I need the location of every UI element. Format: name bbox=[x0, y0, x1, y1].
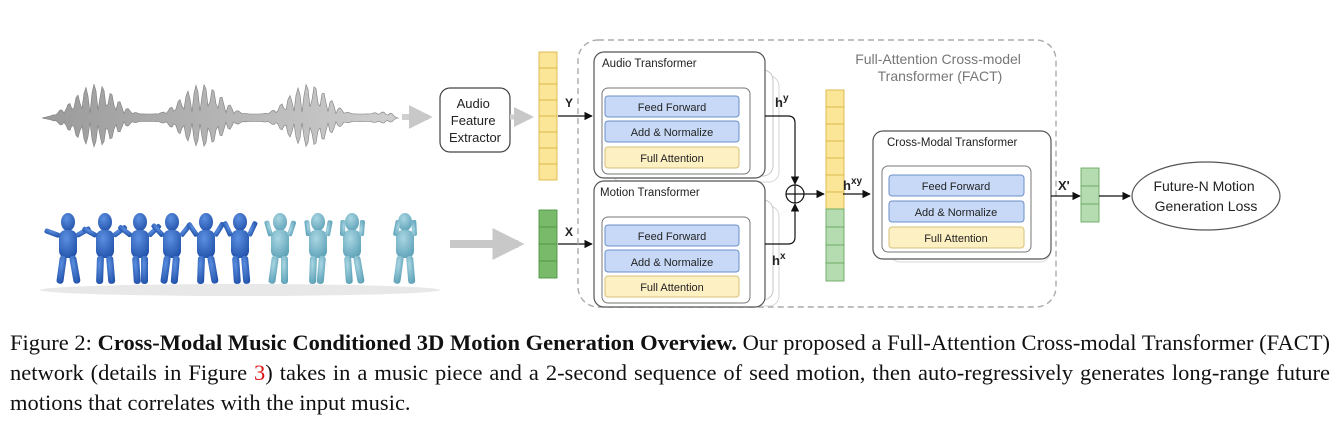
caption-title: Cross-Modal Music Conditioned 3D Motion … bbox=[97, 330, 737, 355]
hxy-motion-token bbox=[825, 262, 845, 282]
audio-feature-token bbox=[538, 147, 558, 165]
fact-title-line-1: Full-Attention Cross-model bbox=[855, 51, 1021, 67]
dancer-figure bbox=[82, 213, 127, 284]
motion-add-normalize: Add & Normalize bbox=[631, 257, 714, 269]
audio-transformer-title: Audio Transformer bbox=[602, 58, 697, 70]
hxy-audio-token bbox=[825, 174, 845, 193]
seed-motion-token bbox=[538, 243, 558, 262]
caption-text-1: Our proposed a Full-Attention Cross-moda… bbox=[10, 330, 1330, 385]
cross-full-attention: Full Attention bbox=[924, 233, 988, 245]
hxy-audio-token bbox=[825, 157, 845, 176]
cross-add-normalize: Add & Normalize bbox=[915, 207, 998, 219]
dancer-figure bbox=[340, 213, 365, 285]
cross-feed-forward: Feed Forward bbox=[922, 181, 990, 193]
h-x-label: hx bbox=[772, 251, 786, 268]
audio-feature-token bbox=[538, 99, 558, 117]
dancer-figure bbox=[44, 213, 91, 284]
hxy-motion-token bbox=[825, 226, 845, 246]
hxy-audio-token bbox=[825, 191, 845, 210]
dancer-sequence-image bbox=[40, 213, 440, 296]
architecture-diagram: Audio Feature Extractor Y X Full-Attenti… bbox=[40, 39, 1281, 308]
dancer-figure bbox=[393, 213, 417, 284]
audio-feature-token bbox=[538, 83, 558, 101]
generation-loss-ellipse bbox=[1131, 161, 1281, 231]
audio-feature-token bbox=[538, 131, 558, 149]
svg-text:Audio Feature Extracto: Audio Feature Extractor bbox=[449, 96, 502, 145]
var-y-label: Y bbox=[565, 96, 573, 110]
seed-motion-token bbox=[538, 209, 558, 228]
extractor-line-3: Extractor bbox=[449, 130, 502, 145]
hxy-audio-token bbox=[825, 140, 845, 159]
audio-feature-token bbox=[538, 67, 558, 85]
motion-transformer: Motion Transformer Feed Forward Add & No… bbox=[593, 180, 780, 308]
h-y-label: hy bbox=[775, 93, 789, 110]
fact-title-line-2: Transformer (FACT) bbox=[878, 68, 1003, 84]
audio-feature-extractor-box bbox=[439, 87, 511, 153]
dancer-floor-shadow bbox=[40, 284, 440, 296]
seed-motion-token bbox=[538, 226, 558, 245]
figure-caption: Figure 2: Cross-Modal Music Conditioned … bbox=[10, 328, 1330, 418]
audio-transformer: Audio Transformer Feed Forward Add & Nor… bbox=[593, 51, 780, 183]
dancer-figure bbox=[118, 213, 162, 285]
x-prime-label: X' bbox=[1058, 178, 1070, 193]
output-motion-token bbox=[1080, 167, 1100, 187]
cross-modal-title: Cross-Modal Transformer bbox=[887, 137, 1018, 149]
var-x-label: X bbox=[565, 225, 573, 239]
fact-container bbox=[577, 39, 1057, 308]
figure-reference-link[interactable]: 3 bbox=[254, 360, 266, 385]
svg-text:Full-Attention Cross-model: Full-Attention Cross-model Transformer (… bbox=[855, 51, 1025, 84]
motion-full-attention: Full Attention bbox=[640, 282, 704, 294]
caption-text-2: ) takes in a music piece and a 2-second … bbox=[10, 360, 1330, 415]
loss-line-1: Future-N Motion bbox=[1153, 178, 1254, 194]
audio-feed-forward: Feed Forward bbox=[638, 102, 706, 114]
extractor-line-1: Audio bbox=[457, 96, 490, 111]
concat-operator-icon bbox=[785, 184, 805, 204]
hxy-motion-token bbox=[825, 208, 845, 228]
extractor-line-2: Feature bbox=[451, 113, 496, 128]
caption-prefix: Figure 2: bbox=[10, 330, 98, 355]
hxy-audio-token bbox=[825, 89, 845, 108]
dancer-figure bbox=[186, 213, 225, 284]
hxy-audio-token bbox=[825, 123, 845, 142]
loss-line-2: Generation Loss bbox=[1155, 198, 1258, 214]
cross-modal-transformer: Cross-Modal Transformer Feed Forward Add… bbox=[872, 130, 1052, 263]
output-motion-token bbox=[1080, 185, 1100, 205]
audio-feature-token bbox=[538, 163, 558, 181]
audio-feature-token bbox=[538, 51, 558, 69]
dancer-figure bbox=[264, 213, 296, 284]
dancer-figure bbox=[151, 213, 192, 284]
svg-text:Future-N Motion Generation: Future-N Motion Generation Loss bbox=[1153, 178, 1258, 214]
audio-add-normalize: Add & Normalize bbox=[631, 127, 714, 139]
audio-full-attention: Full Attention bbox=[640, 153, 704, 165]
motion-transformer-title: Motion Transformer bbox=[600, 187, 700, 199]
h-xy-label: hxy bbox=[843, 176, 863, 193]
dancer-figure bbox=[222, 213, 258, 285]
audio-feature-token bbox=[538, 115, 558, 133]
seed-motion-token bbox=[538, 260, 558, 279]
hxy-audio-token bbox=[825, 106, 845, 125]
motion-feed-forward: Feed Forward bbox=[638, 231, 706, 243]
output-motion-token bbox=[1080, 203, 1100, 223]
hxy-motion-token bbox=[825, 244, 845, 264]
dancer-figure bbox=[304, 213, 333, 284]
audio-waveform bbox=[41, 83, 400, 148]
